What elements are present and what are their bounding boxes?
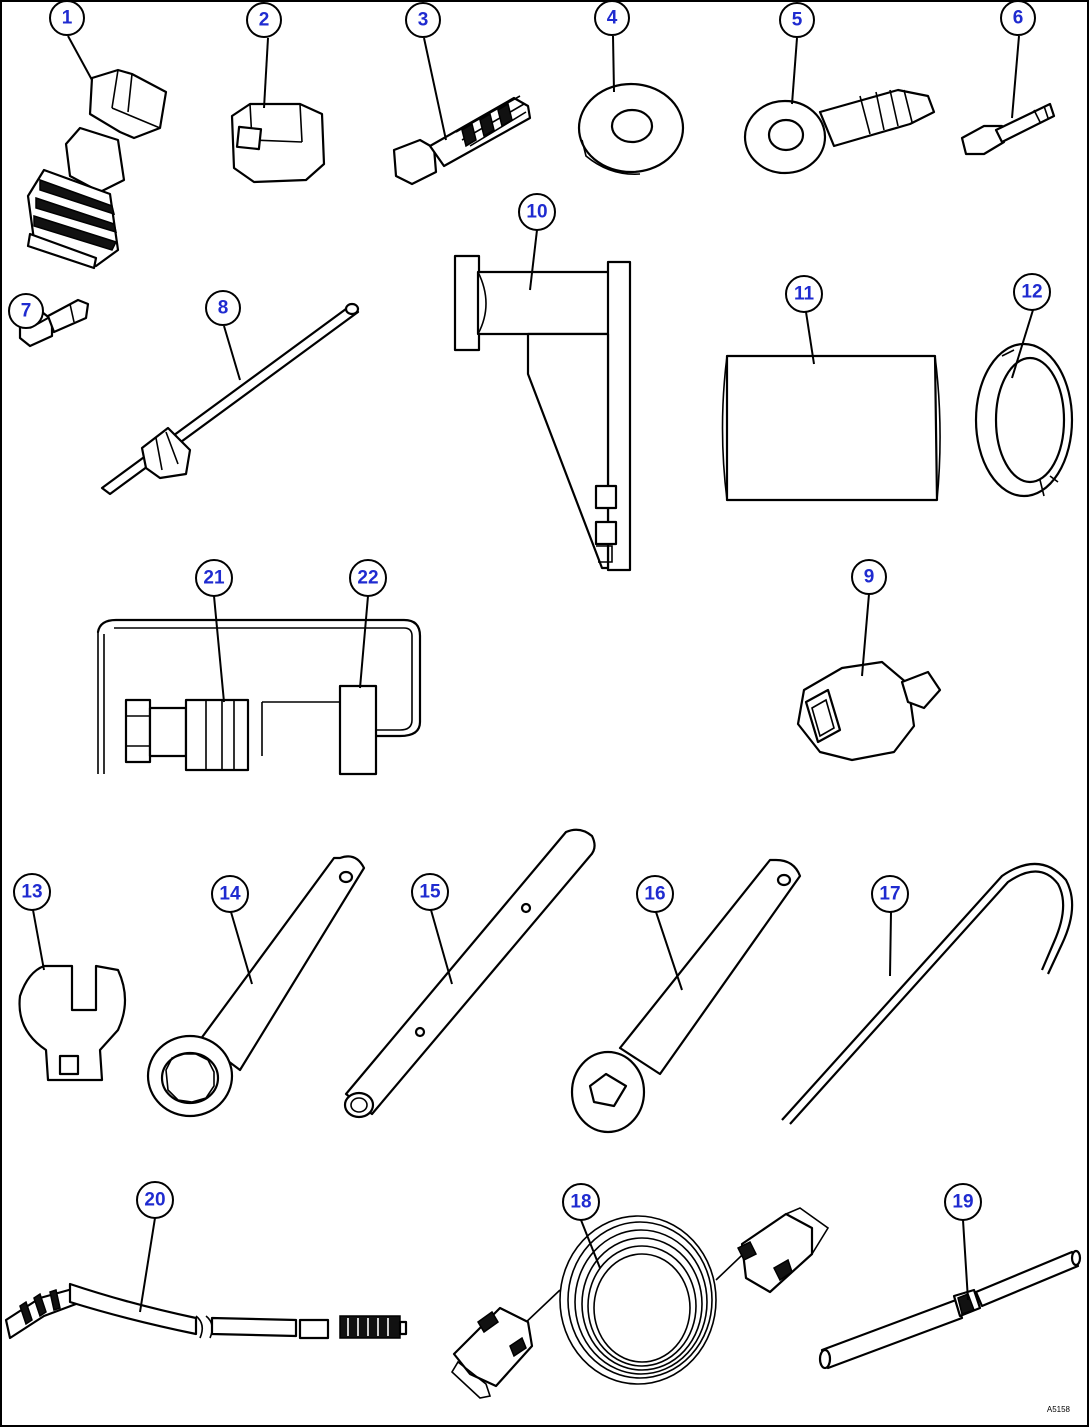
callout-11: 11 [785, 275, 823, 313]
svg-text:20: 20 [144, 1190, 165, 1211]
svg-text:15: 15 [419, 882, 441, 903]
svg-text:2: 2 [259, 10, 270, 31]
part-19-probe [818, 1249, 1082, 1370]
part-13-crowfoot [18, 964, 127, 1082]
callout-10: 10 [518, 193, 556, 231]
callout-12: 12 [1013, 273, 1051, 311]
callout-8: 8 [205, 290, 241, 326]
svg-text:13: 13 [21, 882, 42, 903]
callout-16: 16 [636, 875, 674, 913]
svg-text:12: 12 [1021, 282, 1042, 303]
svg-text:11: 11 [794, 284, 815, 305]
callout-6: 6 [1000, 0, 1036, 36]
part-8-t-bar [100, 302, 360, 496]
svg-text:5: 5 [792, 10, 803, 31]
svg-text:17: 17 [879, 884, 900, 905]
callout-1: 1 [49, 0, 85, 36]
part-11-cylinder [721, 354, 941, 502]
part-16-square-wrench [570, 858, 802, 1134]
part-1-quick-coupler [26, 68, 168, 270]
svg-text:4: 4 [607, 8, 618, 29]
svg-text:3: 3 [418, 10, 429, 31]
callout-22: 22 [349, 559, 387, 597]
callout-4: 4 [594, 0, 630, 36]
drawing-code: A5158 [1047, 1405, 1071, 1414]
callout-2: 2 [246, 2, 282, 38]
part-2-socket [230, 102, 326, 184]
part-20-hose [4, 1282, 408, 1340]
svg-text:18: 18 [570, 1192, 591, 1213]
svg-text:22: 22 [357, 568, 378, 589]
svg-text:10: 10 [526, 202, 547, 223]
leader-lines [29, 35, 1034, 1313]
svg-text:9: 9 [864, 567, 875, 588]
callout-17: 17 [871, 875, 909, 913]
callout-13: 13 [13, 873, 51, 911]
callout-5: 5 [779, 2, 815, 38]
callout-21: 21 [195, 559, 233, 597]
part-21-22-assembly [96, 618, 422, 776]
part-14-ring-wrench [146, 855, 366, 1118]
callout-9: 9 [851, 559, 887, 595]
part-10-bracket [453, 254, 632, 572]
callout-20: 20 [136, 1181, 174, 1219]
callout-19: 19 [944, 1183, 982, 1221]
svg-text:6: 6 [1013, 8, 1024, 29]
callout-7: 7 [8, 293, 44, 329]
svg-text:21: 21 [203, 568, 225, 589]
part-6-fitting [960, 102, 1056, 156]
svg-text:19: 19 [952, 1192, 973, 1213]
part-5-eye-bolt [743, 88, 936, 175]
part-18-coiled-cable [450, 1207, 830, 1399]
svg-text:16: 16 [644, 884, 665, 905]
svg-text:8: 8 [218, 298, 229, 319]
svg-text:14: 14 [219, 884, 241, 905]
part-4-washer [577, 82, 685, 175]
part-15-tube-bar [343, 828, 596, 1119]
svg-text:7: 7 [21, 301, 32, 322]
part-17-hook-rod [781, 862, 1074, 1125]
part-12-ring [974, 342, 1074, 498]
part-3-bolt [392, 95, 532, 186]
callout-14: 14 [211, 875, 249, 913]
callout-3: 3 [405, 2, 441, 38]
part-9-adapter [796, 660, 942, 762]
callout-15: 15 [411, 873, 449, 911]
callout-18: 18 [562, 1183, 600, 1221]
svg-text:1: 1 [62, 8, 73, 29]
